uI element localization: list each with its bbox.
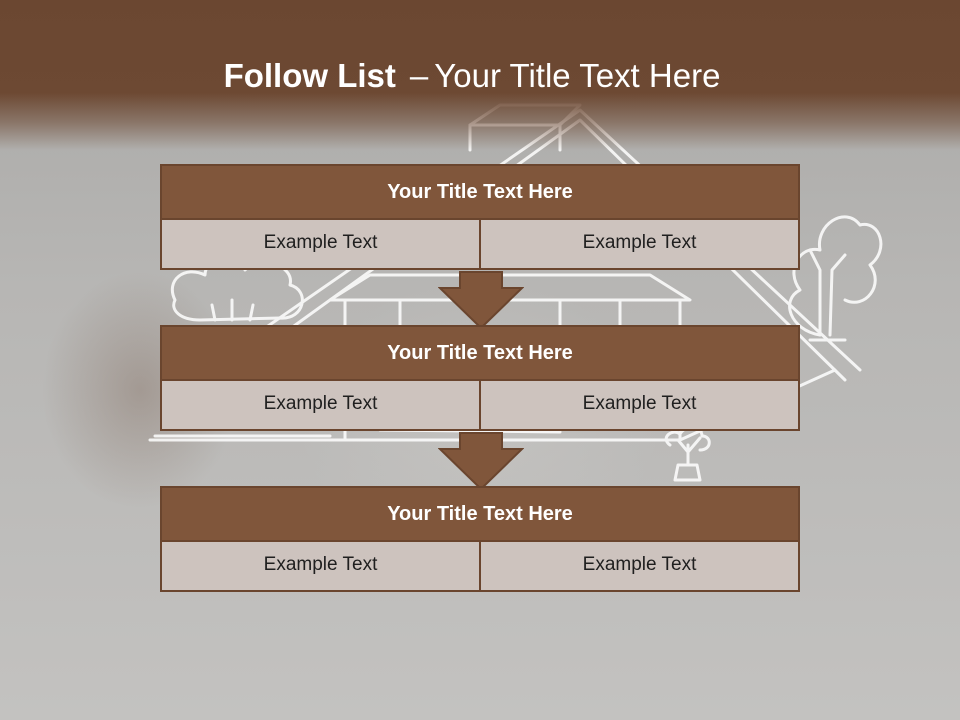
step-title: Your Title Text Here	[160, 164, 800, 220]
down-arrow-icon	[438, 271, 524, 330]
slide-title-dash: –	[409, 57, 429, 94]
slide-title: Follow List–Your Title Text Here	[0, 52, 944, 100]
step-row: Example Text Example Text	[160, 381, 800, 431]
step-row: Example Text Example Text	[160, 220, 800, 270]
down-arrow-icon	[438, 432, 524, 491]
slide-title-bold: Follow List	[223, 57, 396, 94]
step-title: Your Title Text Here	[160, 325, 800, 381]
step-cell-right: Example Text	[481, 220, 800, 270]
step-row: Example Text Example Text	[160, 542, 800, 592]
step-title: Your Title Text Here	[160, 486, 800, 542]
slide-title-rest: Your Title Text Here	[434, 57, 721, 94]
step-cell-left: Example Text	[160, 542, 481, 592]
step-cell-left: Example Text	[160, 381, 481, 431]
step-cell-right: Example Text	[481, 542, 800, 592]
step-cell-right: Example Text	[481, 381, 800, 431]
step-block-3: Your Title Text Here Example Text Exampl…	[160, 486, 800, 592]
step-block-2: Your Title Text Here Example Text Exampl…	[160, 325, 800, 431]
step-cell-left: Example Text	[160, 220, 481, 270]
header-band	[0, 0, 960, 150]
step-block-1: Your Title Text Here Example Text Exampl…	[160, 164, 800, 270]
